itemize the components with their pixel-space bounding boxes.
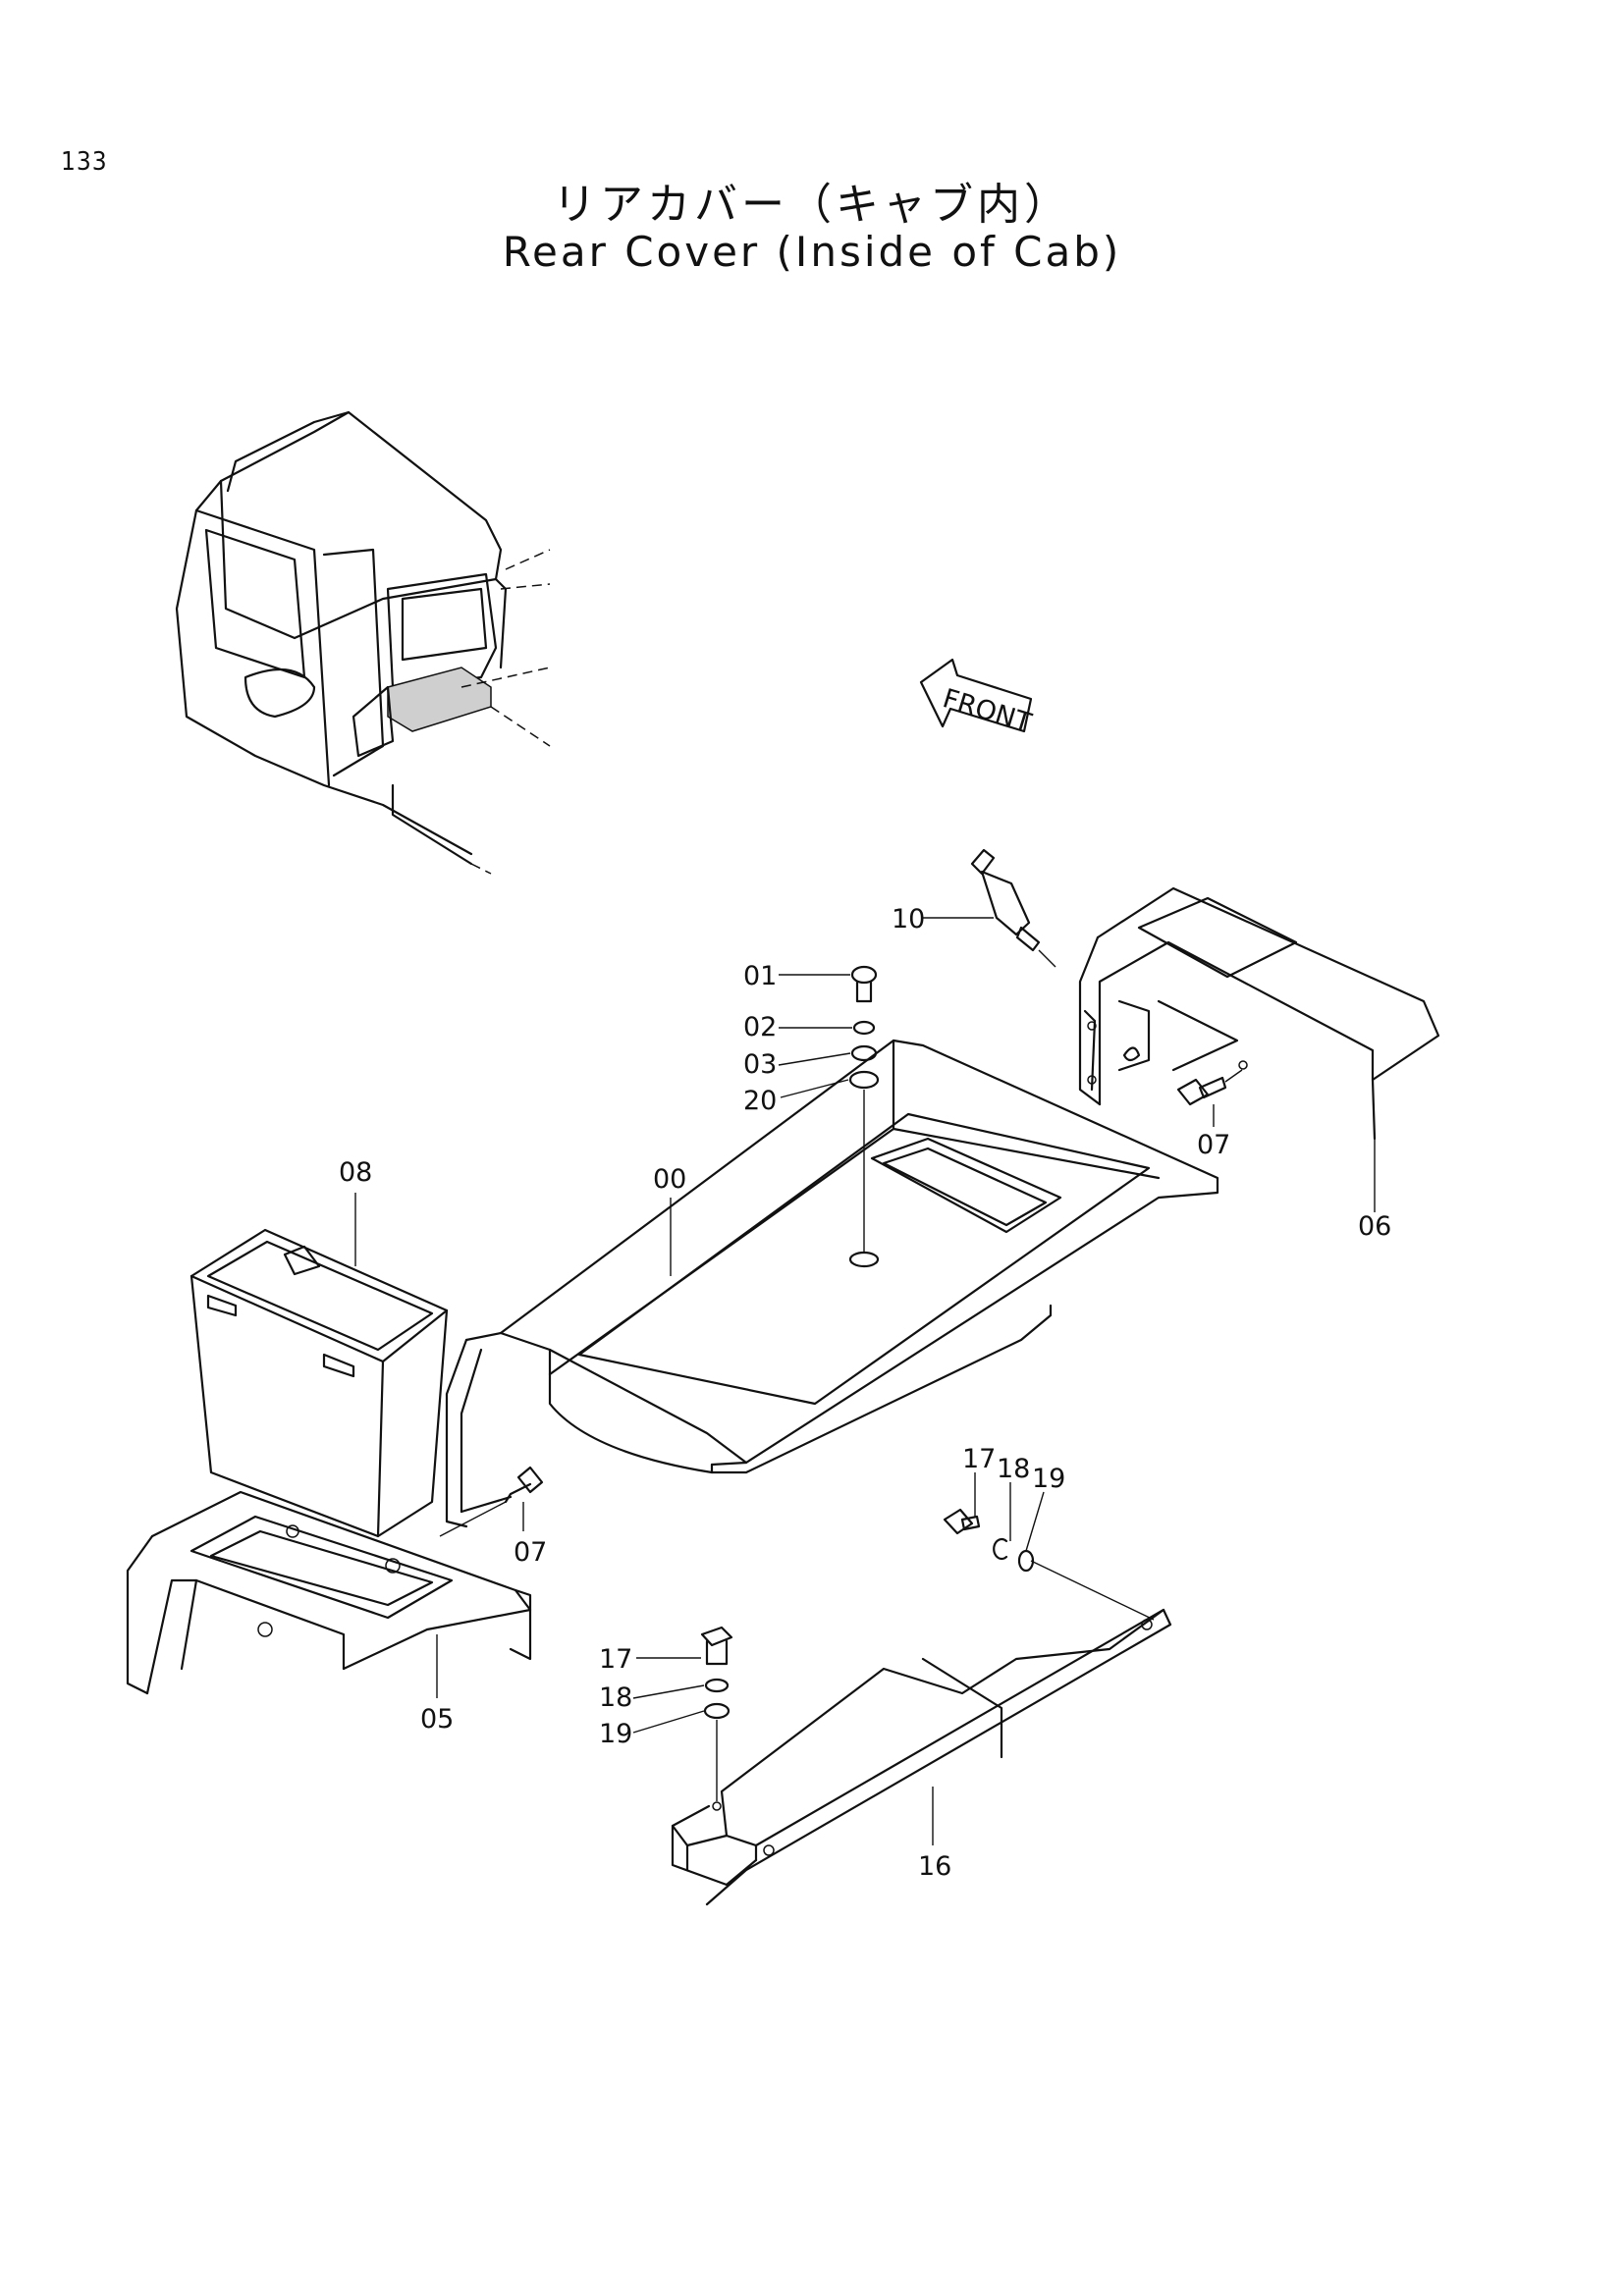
- callout-18-lower: 18: [599, 1682, 632, 1713]
- callout-16: 16: [918, 1851, 951, 1882]
- part-16-bracket: [671, 1608, 1172, 1906]
- callout-17-upper: 17: [962, 1444, 996, 1474]
- callout-00: 00: [653, 1164, 686, 1195]
- callout-01: 01: [743, 961, 777, 991]
- callout-20: 20: [743, 1086, 777, 1116]
- callout-10: 10: [892, 904, 925, 934]
- callout-19-lower: 19: [599, 1719, 632, 1749]
- part-02-lock-washer: [852, 1020, 876, 1036]
- callout-05: 05: [420, 1704, 454, 1735]
- callout-06: 06: [1358, 1211, 1391, 1242]
- cab-overview-illustration: [175, 410, 551, 875]
- part-20-washer: [848, 1070, 880, 1090]
- part-18-lock-washer-lower: [704, 1678, 730, 1693]
- callout-07-right: 07: [1197, 1130, 1230, 1160]
- callout-18-upper: 18: [997, 1454, 1030, 1484]
- front-arrow-label: FRONT: [939, 683, 1035, 739]
- part-17-bolt-lower: [700, 1626, 733, 1666]
- part-18-lock-washer-upper: [993, 1537, 1008, 1561]
- part-08-storage-box: [189, 1228, 449, 1538]
- callout-07-left: 07: [514, 1537, 547, 1568]
- part-01-screw: [850, 965, 878, 1003]
- callout-03: 03: [743, 1049, 777, 1080]
- part-17-bolt-upper: [943, 1508, 981, 1535]
- part-07-bolt-left: [439, 1466, 544, 1537]
- page-number: 133: [61, 147, 108, 177]
- callout-02: 02: [743, 1012, 777, 1042]
- part-06-right-cover: [1078, 886, 1440, 1141]
- part-00-main-rear-cover: [445, 1039, 1219, 1528]
- part-05-left-cover: [126, 1490, 532, 1695]
- part-19-washer-upper: [1017, 1549, 1035, 1573]
- part-07-bolt-right: [1176, 1060, 1248, 1106]
- callout-17-lower: 17: [599, 1644, 632, 1675]
- page-title-japanese: リアカバー（キャブ内）: [553, 180, 1071, 230]
- callout-19-upper: 19: [1032, 1464, 1065, 1494]
- front-direction-arrow: FRONT: [919, 658, 1035, 739]
- callout-08: 08: [339, 1157, 372, 1188]
- part-03-washer: [850, 1044, 878, 1062]
- part-10-damper: [970, 848, 1056, 968]
- part-19-washer-lower: [703, 1702, 731, 1720]
- page-title-english: Rear Cover (Inside of Cab): [502, 228, 1122, 276]
